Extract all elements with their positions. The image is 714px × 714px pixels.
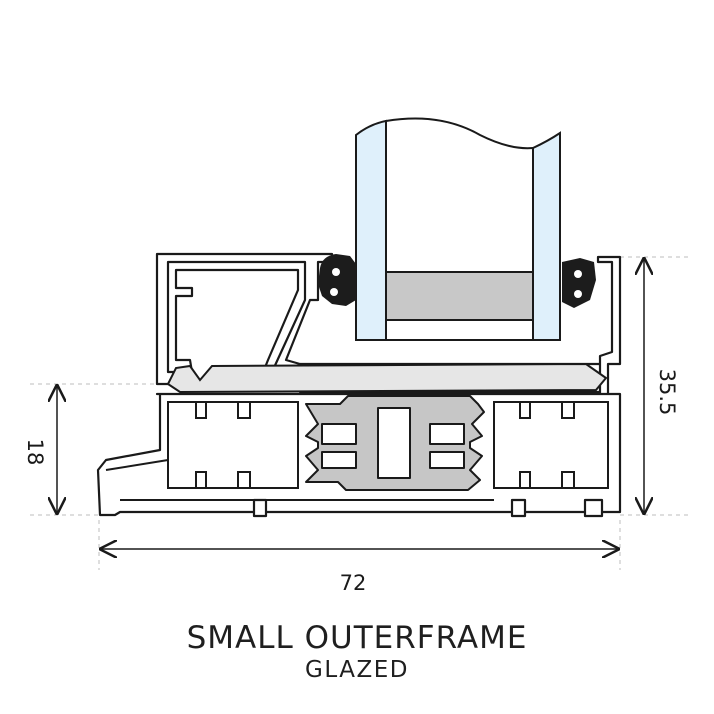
frame-chambers [105,401,609,501]
extension-lines [30,256,690,570]
glass-unit [355,117,561,341]
drawing-subtitle: GLAZED [305,657,409,683]
dimension-arrow [57,259,644,549]
gasket-left [318,254,356,306]
dim-height-right-label: 35.5 [655,369,679,416]
drawing-title: SMALL OUTERFRAME [186,620,528,656]
gasket-right [562,258,596,308]
glazing-bead [166,362,608,394]
dim-height-left-label: 18 [23,439,47,466]
thermal-break [305,395,485,491]
glass-pane-right [532,131,561,341]
glass-spacer [385,271,534,321]
dim-width-label: 72 [340,571,367,595]
rubber-gasket-shape [318,254,596,308]
glass-pane-left [355,119,387,341]
